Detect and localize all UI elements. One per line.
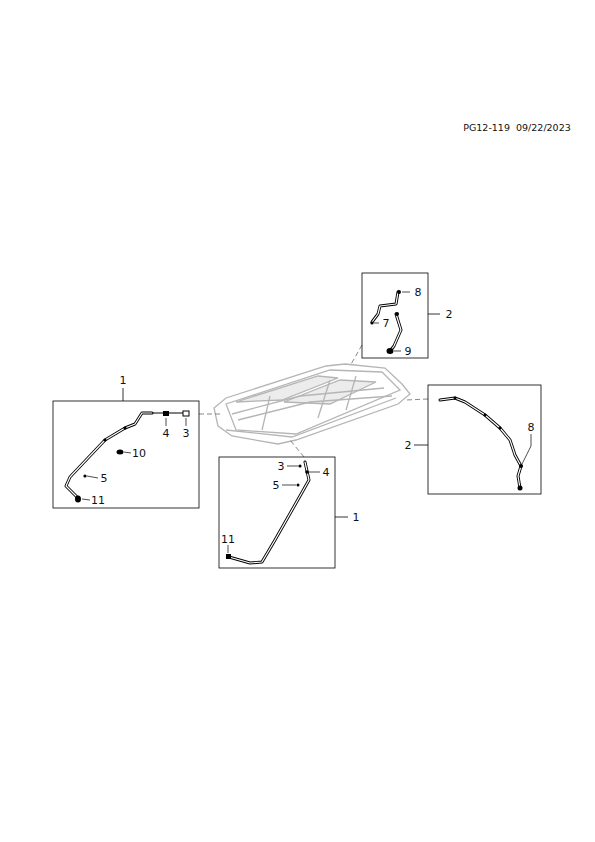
callout-number: 4: [323, 467, 330, 478]
leader-line: [82, 292, 531, 553]
callout-number: 9: [405, 346, 412, 357]
callout-number: 8: [415, 287, 422, 298]
sunroof-frame: [214, 364, 410, 444]
callout-number: 5: [273, 480, 280, 491]
callout-number: 4: [163, 428, 170, 439]
callout-number: 2: [446, 309, 453, 320]
callout-number: 3: [278, 461, 285, 472]
callout-number: 7: [383, 318, 390, 329]
drain-hose: [66, 292, 521, 563]
callout-number: 1: [353, 512, 360, 523]
hose-fitting: [75, 290, 523, 559]
inset-frame: [53, 273, 541, 568]
callout-number: 1: [120, 375, 127, 386]
callout-number: 5: [101, 473, 108, 484]
callout-number: 3: [183, 428, 190, 439]
dashed-reference-line: [199, 345, 428, 457]
callout-number: 11: [91, 495, 105, 506]
page-code: PG12-119 09/22/2023: [463, 123, 571, 133]
callout-number: 11: [221, 534, 235, 545]
callout-number: 10: [132, 448, 146, 459]
callout-number: 2: [405, 440, 412, 451]
callout-number: 8: [528, 422, 535, 433]
